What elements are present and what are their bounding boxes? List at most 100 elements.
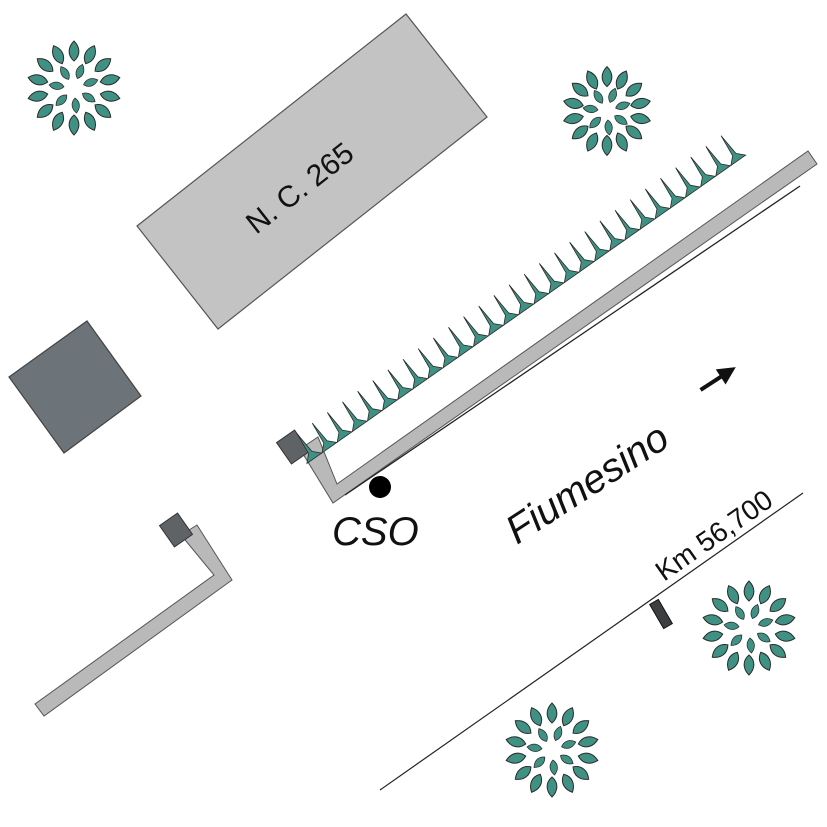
tree-leaf	[511, 716, 535, 738]
canopy-spike	[652, 172, 686, 209]
tree-leaf	[551, 724, 565, 743]
tree-leaf	[757, 616, 775, 629]
station-dot-icon	[369, 476, 391, 498]
tree-leaf	[773, 628, 797, 644]
tree-leaf	[601, 134, 613, 156]
kilometer-label: Km 56,700	[650, 484, 779, 587]
canopy-spike	[380, 364, 414, 401]
tree-leaf	[526, 742, 543, 753]
tree-leaf	[26, 88, 50, 104]
tree-leaf	[728, 632, 745, 649]
tree-leaf	[98, 88, 122, 104]
tree-leaf	[701, 628, 725, 644]
tree-leaf	[755, 630, 773, 646]
tree-leaf	[558, 752, 576, 768]
tree-leaf	[504, 750, 528, 766]
tree-leaf	[53, 92, 70, 109]
platform-upper	[275, 130, 818, 504]
canopy-spike	[486, 289, 520, 326]
tree-leaf	[558, 705, 578, 729]
platform-end-block-lower	[158, 512, 194, 548]
tree-icon	[562, 66, 652, 156]
tree-leaf	[723, 649, 743, 673]
tree-leaf	[612, 112, 630, 128]
tree-leaf	[755, 583, 775, 607]
tree-leaf	[82, 76, 100, 89]
canopy-spike	[364, 374, 398, 411]
tree-icon	[701, 580, 797, 676]
tree-leaf	[558, 771, 578, 795]
tree-leaf	[33, 100, 57, 122]
tree-leaf	[511, 762, 535, 784]
tree-leaf	[535, 726, 551, 744]
tree-leaf	[98, 72, 122, 88]
tree-leaf	[531, 754, 548, 771]
tree-icon	[504, 702, 600, 798]
tree-leaf	[26, 72, 50, 88]
arrow-right-icon	[699, 367, 736, 392]
tree-leaf	[48, 109, 68, 133]
canopy-spike	[349, 385, 383, 422]
tree-leaf	[68, 114, 80, 136]
canopy-spike	[561, 236, 595, 273]
tree-leaf	[629, 95, 652, 111]
tree-leaf	[606, 86, 620, 105]
tree-leaf	[723, 583, 743, 607]
tree-leaf	[629, 111, 652, 127]
platform-lower	[34, 512, 233, 717]
canopy-spike	[470, 300, 504, 337]
canopy-spike	[395, 353, 429, 390]
tree-leaf	[603, 119, 614, 136]
tree-leaf	[708, 640, 732, 662]
canopy-spike	[667, 161, 701, 198]
tree-leaf	[57, 64, 73, 82]
tree-leaf	[612, 130, 632, 154]
canopy-spike	[455, 310, 489, 347]
tree-leaf	[743, 580, 755, 602]
tree-leaf	[576, 750, 600, 766]
building-dark	[8, 320, 142, 454]
tree-leaf	[91, 100, 115, 122]
tree-leaf	[504, 734, 528, 750]
tree-leaf	[582, 130, 602, 154]
tree-leaf	[766, 640, 790, 662]
tree-leaf	[612, 68, 632, 92]
building-nc265: N. C. 265	[136, 13, 488, 330]
station-label: CSO	[332, 510, 419, 554]
tree-leaf	[562, 95, 585, 111]
tree-leaf	[708, 594, 732, 616]
canopy-spike	[425, 332, 459, 369]
tree-leaf	[80, 43, 100, 67]
tree-leaf	[755, 649, 775, 673]
tree-leaf	[48, 80, 65, 91]
canopy-spike	[713, 130, 747, 166]
tree-leaf	[548, 759, 559, 776]
tree-leaf	[748, 602, 762, 621]
tree-leaf	[582, 103, 599, 114]
canopy-spike	[410, 342, 444, 379]
canopy-spike	[501, 279, 535, 315]
kilometer-marker	[648, 598, 674, 630]
tree-leaf	[766, 594, 790, 616]
tree-leaf	[546, 776, 558, 798]
tree-leaf	[560, 738, 578, 751]
destination-label: Fiumesino	[498, 415, 677, 552]
tree-leaf	[91, 54, 115, 76]
tree-leaf	[562, 111, 585, 127]
tree-leaf	[701, 612, 725, 628]
tree-leaf	[526, 771, 546, 795]
tree-leaf	[33, 54, 57, 76]
tree-leaf	[569, 716, 593, 738]
tree-leaf	[68, 40, 80, 62]
tree-leaf	[614, 99, 632, 112]
tree-leaf	[73, 62, 87, 81]
canopy-spike	[637, 183, 671, 220]
tree-leaf	[546, 702, 558, 724]
tree-leaf	[569, 762, 593, 784]
tree-leaf	[80, 90, 98, 106]
canopy-spike	[319, 406, 353, 443]
canopy-spike	[682, 151, 716, 188]
track-edge-line	[344, 185, 801, 496]
canopy-spike	[576, 225, 610, 262]
